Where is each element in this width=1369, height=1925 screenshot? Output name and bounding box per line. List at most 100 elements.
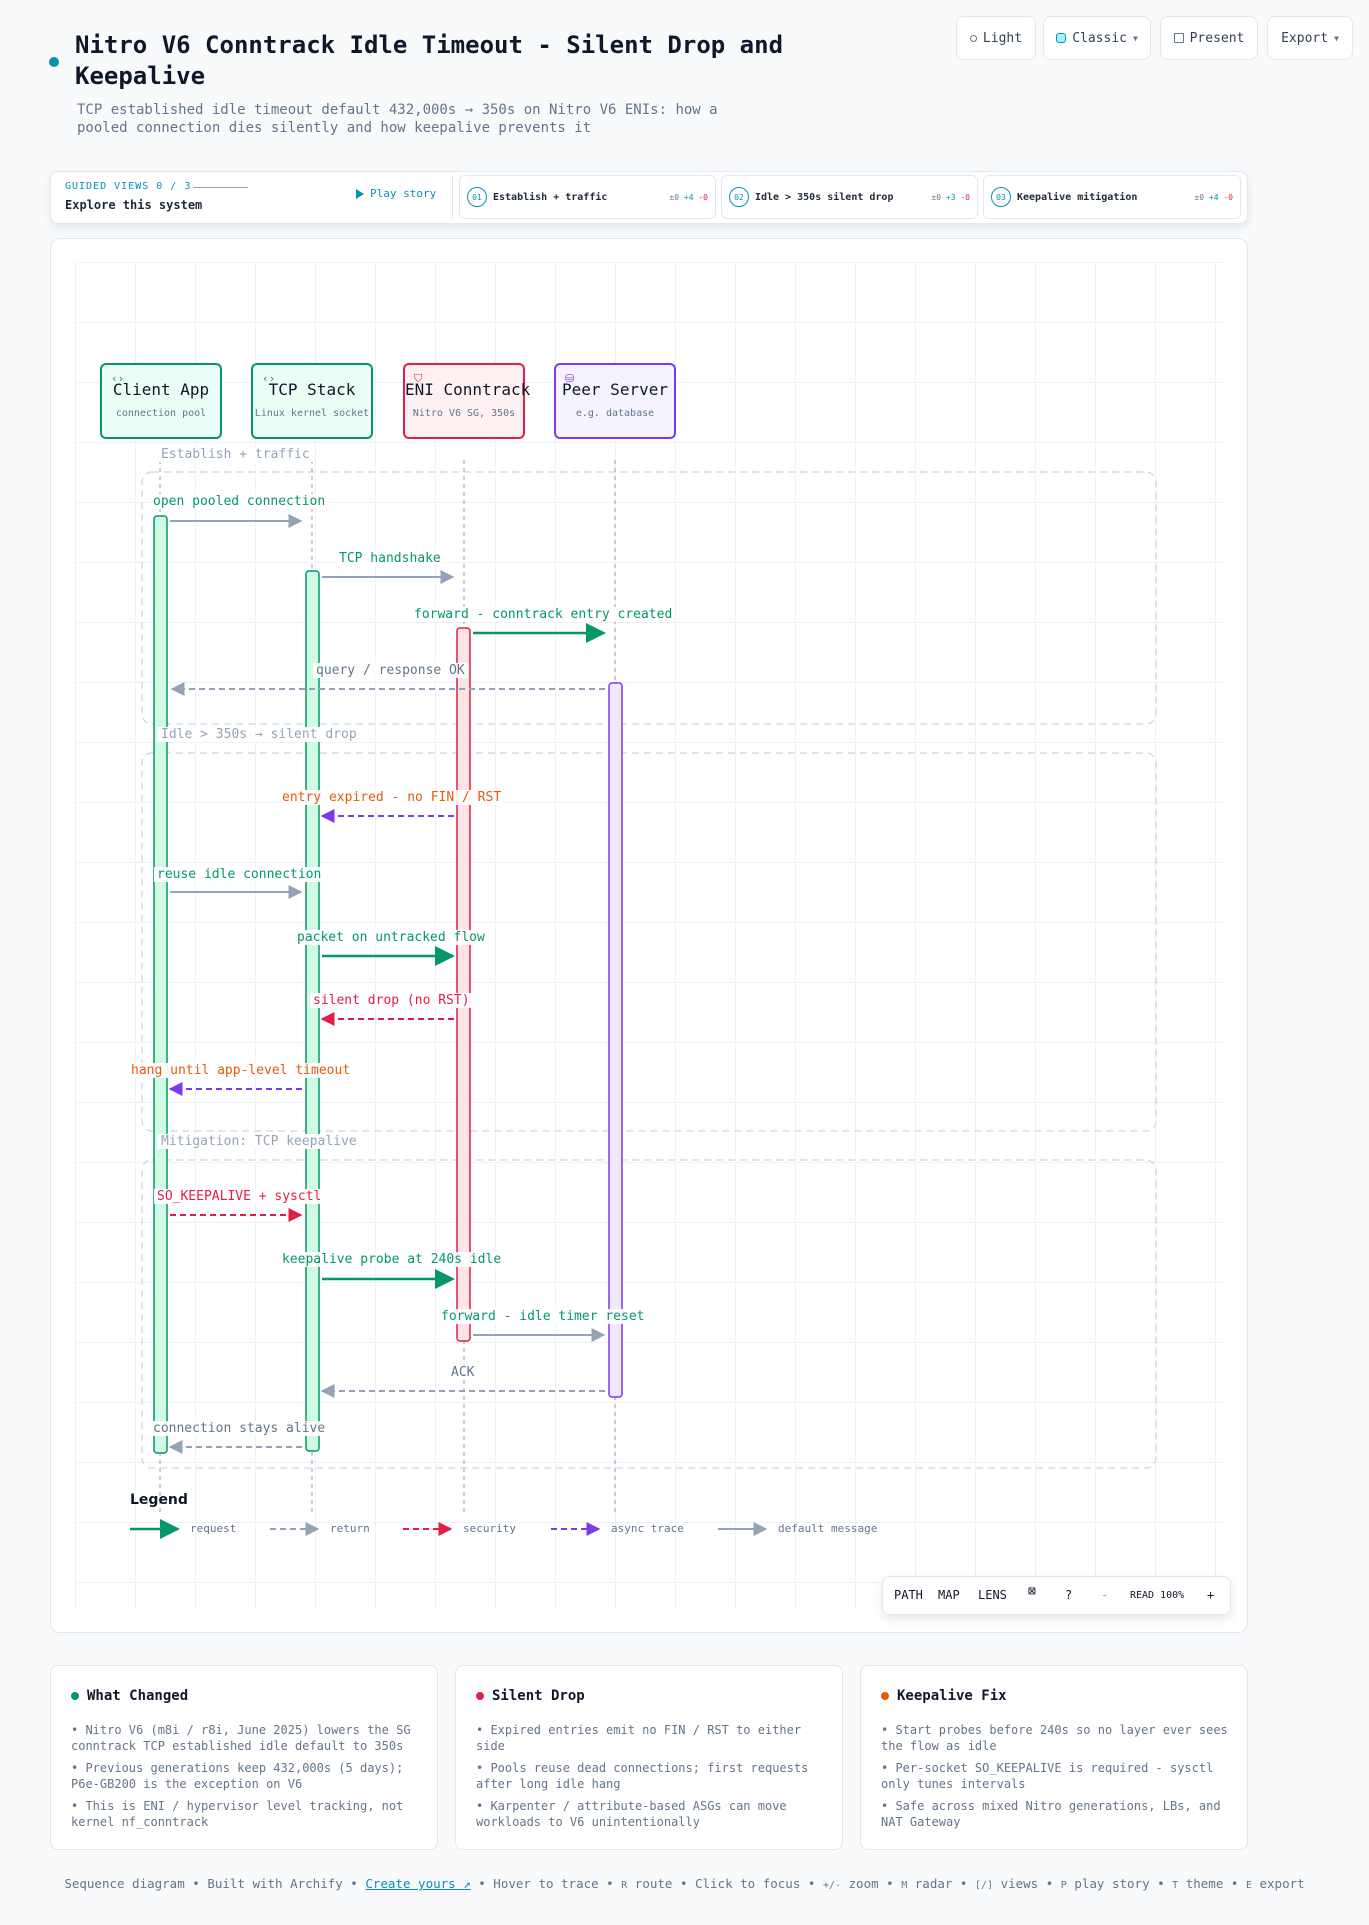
guided-step-1[interactable]: 01 Establish + traffic ±0 +4 -0 [459, 175, 716, 219]
message-label[interactable]: SO_KEEPALIVE + sysctl [154, 1189, 325, 1204]
message-label[interactable]: forward - idle timer reset [438, 1309, 648, 1324]
zoom-in-button[interactable]: + [1207, 1588, 1215, 1602]
participant-name: ENI Conntrack [405, 380, 531, 399]
step-number: 01 [467, 187, 487, 207]
sun-icon [969, 34, 977, 42]
legend-label: security [463, 1522, 516, 1535]
message-label[interactable]: query / response OK [313, 663, 468, 678]
card-item: • Pools reuse dead connections; first re… [476, 1761, 809, 1791]
card-item: • Karpenter / attribute-based ASGs can m… [476, 1799, 787, 1829]
diagram-controls [882, 1576, 1231, 1615]
title-status-dot [49, 57, 59, 67]
page-subtitle: TCP established idle timeout default 432… [77, 102, 718, 136]
message-label[interactable]: forward - conntrack entry created [411, 607, 676, 622]
message-label[interactable]: TCP handshake [336, 551, 444, 566]
diagram-grid [75, 262, 1223, 1610]
light-theme-label: Light [982, 30, 1023, 46]
database-icon: ⛁ [565, 372, 575, 385]
card-item: • Expired entries emit no FIN / RST to e… [476, 1723, 802, 1753]
light-theme-button[interactable]: Light [956, 16, 1036, 60]
chevron-down-icon: ▼ [1334, 33, 1339, 43]
footer-hints: Sequence diagram • Built with Archify • … [64, 1876, 1305, 1891]
legend-label: request [190, 1522, 237, 1535]
participant-subtitle: Linux kernel socket [254, 408, 370, 419]
present-label: Present [1189, 30, 1245, 46]
present-button[interactable]: Present [1160, 16, 1258, 60]
code-icon: ‹› [111, 372, 125, 385]
section-label-mitigation: Mitigation: TCP keepalive [157, 1134, 361, 1149]
step-diff-counts: ±0 +4 -0 [669, 192, 708, 202]
card-dot [881, 1692, 889, 1700]
card-item: • Safe across mixed Nitro generations, L… [881, 1799, 1221, 1829]
message-label[interactable]: packet on untracked flow [294, 930, 488, 945]
create-yours-link[interactable]: Create yours ↗ [365, 1876, 471, 1891]
play-story-label: Play story [370, 187, 437, 200]
guided-explore-label: Explore this system [65, 198, 203, 212]
step-label: Idle > 350s silent drop [755, 191, 894, 203]
style-select-button[interactable]: Classic ▼ [1043, 16, 1151, 60]
card-title: Keepalive Fix [897, 1688, 1007, 1704]
guided-step-2[interactable]: 02 Idle > 350s silent drop ±0 +3 -0 [721, 175, 978, 219]
activation-peer [608, 682, 623, 1398]
section-box-idle-drop [141, 752, 1157, 1132]
guided-step-3[interactable]: 03 Keepalive mitigation ±0 +4 -0 [983, 175, 1241, 219]
shield-check-icon: ⛉ [414, 372, 423, 385]
zoom-level-readout: READ 100% [1130, 1590, 1185, 1601]
card-title: Silent Drop [492, 1688, 585, 1704]
export-button[interactable]: Export ▼ [1267, 16, 1353, 60]
step-label: Establish + traffic [493, 191, 608, 203]
activation-tcp [305, 570, 320, 1452]
participant-name: TCP Stack [268, 380, 356, 399]
step-number: 03 [991, 187, 1011, 207]
message-label[interactable]: connection stays alive [150, 1421, 329, 1436]
card-dot [476, 1692, 484, 1700]
present-icon [1173, 33, 1184, 43]
guided-divider [452, 176, 453, 219]
message-label[interactable]: silent drop (no RST) [310, 993, 473, 1008]
message-label[interactable]: open pooled connection [150, 494, 329, 509]
message-label[interactable]: ACK [448, 1365, 478, 1380]
play-story-button[interactable]: Play story [356, 187, 436, 200]
participant-subtitle: connection pool [115, 408, 207, 419]
message-label[interactable]: entry expired - no FIN / RST [279, 790, 505, 805]
export-label: Export [1281, 30, 1329, 46]
participant-peer-server[interactable]: ⛁ Peer Server e.g. database [554, 363, 676, 439]
lens-button[interactable]: LENS [978, 1588, 1007, 1602]
swatch-icon [1056, 33, 1067, 43]
guided-progress-line [193, 187, 248, 188]
activation-client [153, 515, 168, 1454]
participant-eni-conntrack[interactable]: ⛉ ENI Conntrack Nitro V6 SG, 350s [403, 363, 531, 439]
play-icon [356, 188, 364, 199]
map-button[interactable]: MAP [938, 1588, 960, 1602]
card-what-changed: What Changed • Nitro V6 (m8i / r8i, June… [50, 1665, 438, 1850]
style-select-label: Classic [1072, 30, 1127, 46]
legend-title: Legend [130, 1492, 188, 1508]
participant-client-app[interactable]: ‹› Client App connection pool [100, 363, 222, 439]
card-title: What Changed [87, 1688, 189, 1704]
legend-label: async trace [611, 1522, 684, 1535]
message-label[interactable]: reuse idle connection [154, 867, 325, 882]
legend-label: default message [778, 1522, 878, 1535]
path-button[interactable]: PATH [894, 1588, 923, 1602]
step-diff-counts: ±0 +3 -0 [931, 192, 970, 202]
section-label-establish: Establish + traffic [157, 447, 314, 462]
section-box-mitigation [141, 1159, 1157, 1469]
section-label-idle-drop: Idle > 350s → silent drop [157, 727, 361, 742]
participant-name: Client App [112, 380, 210, 399]
participant-subtitle: Nitro V6 SG, 350s [412, 408, 516, 419]
help-button[interactable]: ? [1065, 1588, 1073, 1602]
participant-name: Peer Server [562, 380, 668, 399]
card-keepalive-fix: Keepalive Fix • Start probes before 240s… [860, 1665, 1248, 1850]
card-item: • Start probes before 240s so no layer e… [881, 1723, 1228, 1753]
card-item: • This is ENI / hypervisor level trackin… [71, 1799, 404, 1829]
page-title: Nitro V6 Conntrack Idle Timeout - Silent… [75, 31, 784, 90]
participant-subtitle: e.g. database [575, 408, 655, 419]
activation-eni [456, 627, 471, 1342]
card-item: • Per-socket SO_KEEPALIVE is required - … [881, 1761, 1214, 1791]
zoom-out-button[interactable]: - [1101, 1588, 1109, 1602]
participant-tcp-stack[interactable]: ‹› TCP Stack Linux kernel socket [251, 363, 373, 439]
message-label[interactable]: keepalive probe at 240s idle [279, 1252, 505, 1267]
message-label[interactable]: hang until app-level timeout [128, 1063, 354, 1078]
legend-label: return [330, 1522, 370, 1535]
fit-icon[interactable]: ⊠ [1028, 1584, 1036, 1599]
